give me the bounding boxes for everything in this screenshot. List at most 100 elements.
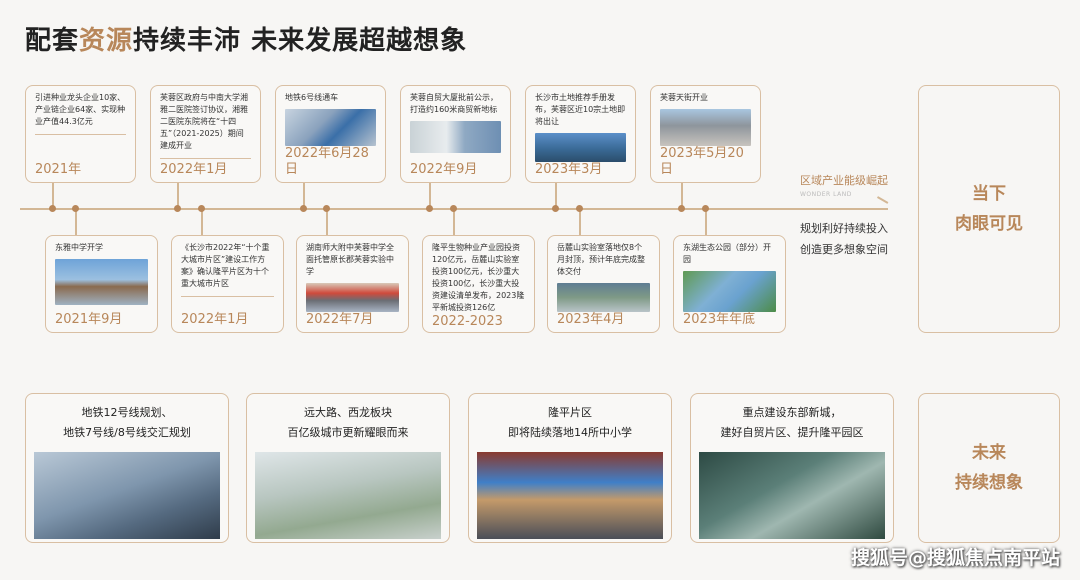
city-skyline-image xyxy=(535,133,626,162)
timeline-connector xyxy=(52,183,54,208)
future-box: 未来持续想象 xyxy=(918,393,1060,543)
meeting-image xyxy=(306,283,399,312)
event-card: 湖南师大附中芙蓉中学全面托管原长郡芙蓉实验中学 2022年7月 xyxy=(296,235,409,333)
event-card: 《长沙市2022年“十个重大城市片区”建设工作方案》确认隆平片区为十个重大城市片… xyxy=(171,235,284,333)
event-date: 2022年1月 xyxy=(181,312,249,327)
side-subheading: WONDER LAND xyxy=(800,191,852,198)
timeline-connector xyxy=(579,208,581,235)
park-image xyxy=(683,271,776,312)
event-date: 2022-2023 xyxy=(432,314,503,329)
future-card: 远大路、西龙板块百亿级城市更新耀眼而来 xyxy=(246,393,450,543)
event-date: 2022年9月 xyxy=(410,162,478,177)
timeline-dot xyxy=(198,205,205,212)
event-card: 芙蓉天街开业 2023年5月20日 xyxy=(650,85,761,183)
timeline-dot xyxy=(702,205,709,212)
event-card: 隆平生物种业产业园投资120亿元，岳麓山实验室投资100亿元，长沙重大投资100… xyxy=(422,235,535,333)
event-text: 芙蓉自贸大厦批前公示，打造约160米商贸新地标 xyxy=(410,93,498,114)
aerial-city-image xyxy=(255,452,441,539)
event-text: 东雅中学开学 xyxy=(55,243,103,252)
timeline-connector xyxy=(303,183,305,208)
timeline-dot xyxy=(450,205,457,212)
event-text: 引进种业龙头企业10家、产业链企业64家、实现种业产值44.3亿元 xyxy=(35,93,126,126)
event-text: 岳麓山实验室落地仅8个月封顶，预计年底完成整体交付 xyxy=(557,243,645,276)
watermark: 搜狐号@搜狐焦点南平站 xyxy=(850,547,1060,569)
school-image xyxy=(55,259,148,305)
event-card: 地铁6号线通车 2022年6月28日 xyxy=(275,85,386,183)
future-card-line1: 地铁12号线规划、 xyxy=(81,406,173,419)
side-heading: 区域产业能级崛起 xyxy=(800,174,888,187)
mall-image xyxy=(660,109,751,146)
future-card-line1: 远大路、西龙板块 xyxy=(304,406,392,419)
title-part1: 配套 xyxy=(25,26,80,56)
event-card: 引进种业龙头企业10家、产业链企业64家、实现种业产值44.3亿元 2021年 xyxy=(25,85,136,183)
future-card-line1: 隆平片区 xyxy=(548,406,592,419)
event-card: 东湖生态公园（部分）开园 2023年年底 xyxy=(673,235,786,333)
metro-rendering-image xyxy=(34,452,220,539)
timeline-dot xyxy=(49,205,56,212)
divider xyxy=(35,134,126,135)
event-text: 东湖生态公园（部分）开园 xyxy=(683,243,771,264)
divider xyxy=(181,296,274,297)
event-text: 芙蓉区政府与中南大学湘雅二医院签订协议，湘雅二医院东院将在“十四五”（2021-… xyxy=(160,93,248,150)
timeline-connector xyxy=(75,208,77,235)
event-card: 芙蓉自贸大厦批前公示，打造约160米商贸新地标 2022年9月 xyxy=(400,85,511,183)
now-line1: 当下 xyxy=(972,184,1006,204)
now-box: 当下肉眼可见 xyxy=(918,85,1060,333)
future-line2: 持续想象 xyxy=(955,473,1023,493)
event-text: 芙蓉天街开业 xyxy=(660,93,708,102)
future-card: 地铁12号线规划、地铁7号线/8号线交汇规划 xyxy=(25,393,229,543)
future-line1: 未来 xyxy=(972,443,1006,463)
future-card: 隆平片区即将陆续落地14所中小学 xyxy=(468,393,672,543)
event-text: 湖南师大附中芙蓉中学全面托管原长郡芙蓉实验中学 xyxy=(306,243,394,276)
timeline-connector xyxy=(429,183,431,208)
new-district-image xyxy=(699,452,885,539)
event-text: 地铁6号线通车 xyxy=(285,93,339,102)
divider xyxy=(160,158,251,159)
event-card: 芙蓉区政府与中南大学湘雅二医院签订协议，湘雅二医院东院将在“十四五”（2021-… xyxy=(150,85,261,183)
page-title: 配套资源持续丰沛 未来发展超越想象 xyxy=(25,20,467,57)
timeline-dot xyxy=(174,205,181,212)
tower-image xyxy=(410,121,501,153)
timeline-dot xyxy=(72,205,79,212)
event-card: 长沙市土地推荐手册发布，芙蓉区近10宗土地即将出让 2023年3月 xyxy=(525,85,636,183)
future-card-line2: 地铁7号线/8号线交汇规划 xyxy=(63,426,191,439)
event-date: 2021年 xyxy=(35,162,82,177)
future-card: 重点建设东部新城， 建好自贸片区、提升隆平园区 xyxy=(690,393,894,543)
lab-image xyxy=(557,283,650,312)
timeline-connector xyxy=(177,183,179,208)
event-date: 2023年年底 xyxy=(683,312,756,327)
ceremony-image xyxy=(477,452,663,539)
timeline-dot xyxy=(323,205,330,212)
timeline-dot xyxy=(552,205,559,212)
timeline-dot xyxy=(576,205,583,212)
timeline-connector xyxy=(681,183,683,208)
timeline-dot xyxy=(678,205,685,212)
timeline-dot xyxy=(300,205,307,212)
side-line2: 创造更多想象空间 xyxy=(800,243,888,256)
timeline-connector xyxy=(201,208,203,235)
event-card: 岳麓山实验室落地仅8个月封顶，预计年底完成整体交付 2023年4月 xyxy=(547,235,660,333)
event-text: 长沙市土地推荐手册发布，芙蓉区近10宗土地即将出让 xyxy=(535,93,626,126)
future-card-line2: 即将陆续落地14所中小学 xyxy=(508,426,632,439)
event-date: 2023年5月20日 xyxy=(660,146,744,177)
timeline-dot xyxy=(426,205,433,212)
future-card-line2: 百亿级城市更新耀眼而来 xyxy=(287,426,409,439)
timeline-connector xyxy=(453,208,455,235)
title-part2: 持续丰沛 未来发展超越想象 xyxy=(133,26,468,56)
timeline-arrow-icon xyxy=(877,196,889,204)
title-accent: 资源 xyxy=(79,26,134,56)
event-text: 《长沙市2022年“十个重大城市片区”建设工作方案》确认隆平片区为十个重大城市片… xyxy=(181,243,270,288)
event-date: 2023年4月 xyxy=(557,312,625,327)
event-date: 2023年3月 xyxy=(535,162,603,177)
side-line1: 规划利好持续投入 xyxy=(800,222,888,235)
event-date: 2022年6月28日 xyxy=(285,146,369,177)
now-line2: 肉眼可见 xyxy=(955,214,1023,234)
future-card-line1: 重点建设东部新城， xyxy=(742,406,842,419)
event-text: 隆平生物种业产业园投资120亿元，岳麓山实验室投资100亿元，长沙重大投资100… xyxy=(432,243,525,312)
event-date: 2022年1月 xyxy=(160,162,228,177)
timeline-connector xyxy=(555,183,557,208)
metro-train-image xyxy=(285,109,376,146)
future-card-line2: 建好自贸片区、提升隆平园区 xyxy=(720,426,864,439)
event-date: 2022年7月 xyxy=(306,312,374,327)
